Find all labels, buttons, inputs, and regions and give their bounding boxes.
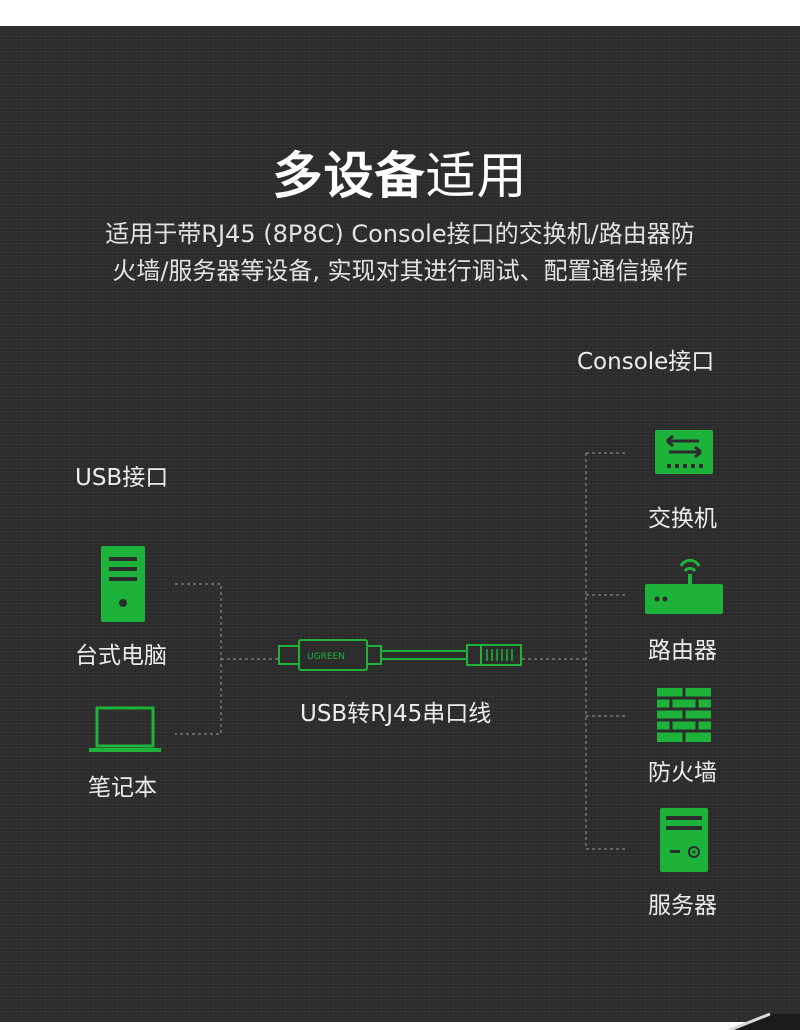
cable-label: USB转RJ45串口线: [300, 701, 492, 727]
router-icon: [645, 558, 723, 614]
switch-label: 交换机: [648, 506, 717, 532]
router-label: 路由器: [648, 638, 717, 664]
usb-rj45-cable-icon: UGREEN: [278, 639, 522, 671]
title-light: 适用: [425, 147, 528, 205]
desktop-label: 台式电脑: [75, 643, 167, 669]
usb-interface-heading: USB接口: [75, 465, 169, 491]
server-label: 服务器: [648, 893, 717, 919]
title-bold: 多设备: [272, 147, 426, 205]
switch-icon: [655, 430, 713, 474]
cable-brand: UGREEN: [307, 652, 345, 662]
firewall-label: 防火墙: [648, 760, 717, 786]
firewall-icon: [657, 688, 711, 742]
console-interface-heading: Console接口: [577, 349, 715, 375]
laptop-icon: [89, 706, 161, 752]
corner-decoration: [729, 1012, 800, 1030]
laptop-label: 笔记本: [88, 775, 157, 801]
connector-lines: [175, 452, 628, 850]
subtitle-line-1: 适用于带RJ45 (8P8C) Console接口的交换机/路由器防: [105, 220, 695, 248]
subtitle-line-2: 火墙/服务器等设备, 实现对其进行调试、配置通信操作: [112, 257, 688, 285]
desktop-tower-icon: [101, 546, 145, 622]
section-subtitle: 适用于带RJ45 (8P8C) Console接口的交换机/路由器防 火墙/服务…: [60, 216, 740, 290]
section-title: 多设备适用: [0, 136, 800, 208]
feature-panel: 多设备适用 适用于带RJ45 (8P8C) Console接口的交换机/路由器防…: [0, 26, 800, 1022]
server-icon: [660, 808, 708, 872]
